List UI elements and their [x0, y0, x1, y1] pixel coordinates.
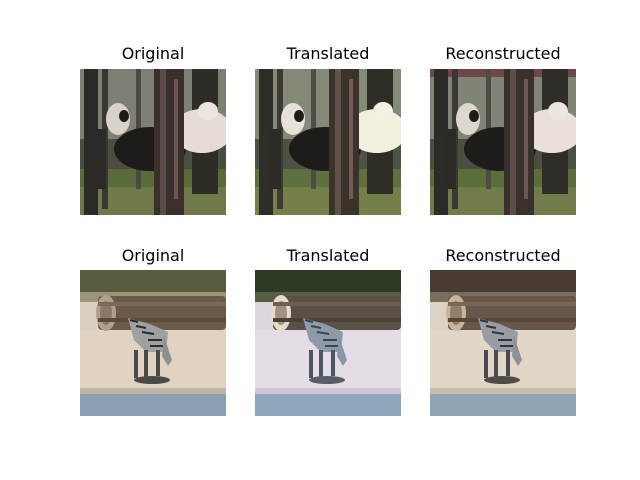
image-original-horses — [80, 69, 226, 215]
image-reconstructed-horses — [430, 69, 576, 215]
panel-title-translated-row2: Translated — [286, 246, 370, 265]
image-reconstructed-zebra — [430, 270, 576, 416]
horses-translated-picture — [255, 69, 401, 215]
panel-title-translated-row1: Translated — [286, 44, 370, 63]
horses-reconstructed-picture — [430, 69, 576, 215]
horses-original-picture — [80, 69, 226, 215]
panel-title-original-row1: Original — [121, 44, 185, 63]
panel-title-original-row2: Original — [121, 246, 185, 265]
image-translated-zebra — [255, 270, 401, 416]
zebra-original-picture — [80, 270, 226, 416]
panel-title-reconstructed-row1: Reconstructed — [445, 44, 561, 63]
panel-title-reconstructed-row2: Reconstructed — [445, 246, 561, 265]
image-original-zebra — [80, 270, 226, 416]
zebra-translated-picture — [255, 270, 401, 416]
zebra-reconstructed-picture — [430, 270, 576, 416]
image-translated-horses — [255, 69, 401, 215]
